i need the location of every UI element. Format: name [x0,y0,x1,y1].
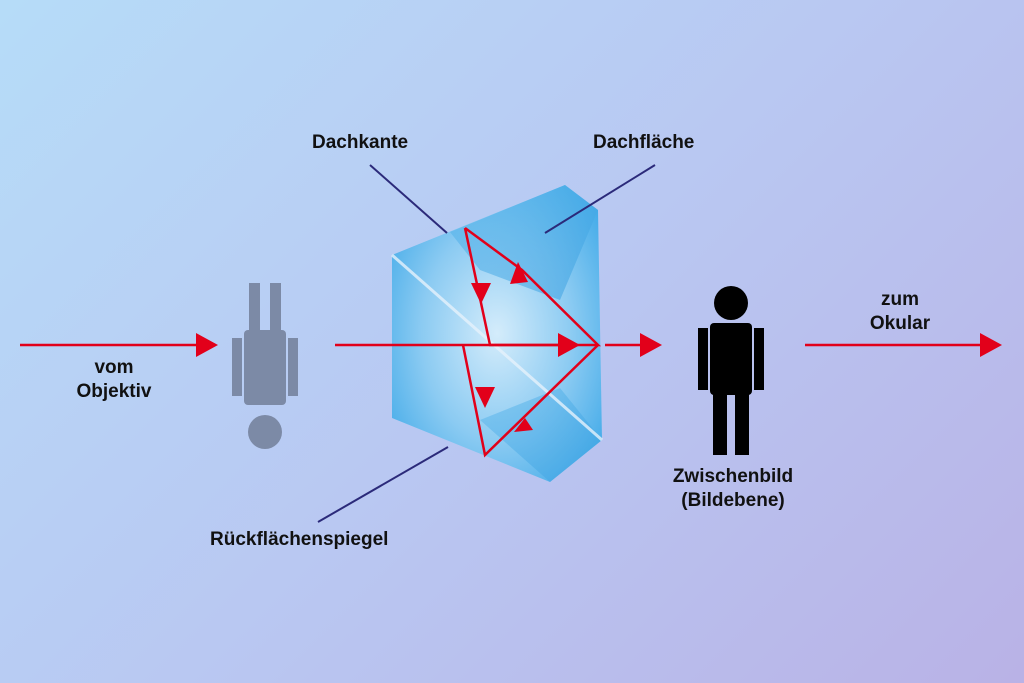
upright-figure-arm-right [754,328,764,390]
arrowhead-upper-up [510,262,528,284]
inverted-figure-icon [232,283,298,449]
label-dachflaeche: Dachfläche [593,132,695,153]
label-zum-okular: zum Okular [850,288,950,336]
inverted-figure-arm-left [232,338,242,396]
label-zum-okular-line-2: Okular [869,313,931,334]
ray-arrowheads [196,262,1002,432]
light-rays [20,226,985,458]
upright-figure-icon [698,286,764,455]
ray-path-lower [461,344,599,458]
arrowhead-upper-down [471,283,491,304]
upright-figure-body [710,323,752,395]
arrowhead-lower-down [475,387,495,408]
leader-lines [317,164,656,523]
arrowhead-incoming [196,333,218,357]
arrowhead-exit [640,333,662,357]
label-zwischenbild: Zwischenbild (Bildebene) [658,465,808,513]
label-rueckflaechenspiegel: Rückflächenspiegel [210,529,389,550]
roof-prism [391,185,603,482]
upright-figure-arm-left [698,328,708,390]
arrowhead-lower-up [514,418,533,432]
label-vom-objektiv: vom Objektiv [56,356,172,404]
inverted-figure-head [248,415,282,449]
label-zwischenbild-line-2: (Bildebene) [681,490,785,511]
label-zum-okular-line-1: zum [881,289,919,310]
upright-figure-head [714,286,748,320]
arrowhead-outgoing [980,333,1002,357]
upright-figure-leg-right [735,390,749,455]
label-zwischenbild-line-1: Zwischenbild [672,466,794,487]
label-vom-objektiv-line-1: vom [94,357,134,378]
inverted-figure-arm-right [288,338,298,396]
inverted-figure-leg-right [270,283,281,338]
back-mirror-edge [391,253,603,442]
inverted-figure-leg-left [249,283,260,338]
arrowhead-prism-center [558,333,580,357]
upright-figure-leg-left [713,390,727,455]
leader-line-rueckflaechenspiegel [317,446,449,523]
label-dachkante: Dachkante [312,132,409,153]
leader-line-dachflaeche [544,164,656,234]
leader-line-dachkante [369,164,448,234]
prism-roof-face-top [450,185,598,300]
label-vom-objektiv-line-2: Objektiv [76,381,152,402]
inverted-figure-body [244,330,286,405]
